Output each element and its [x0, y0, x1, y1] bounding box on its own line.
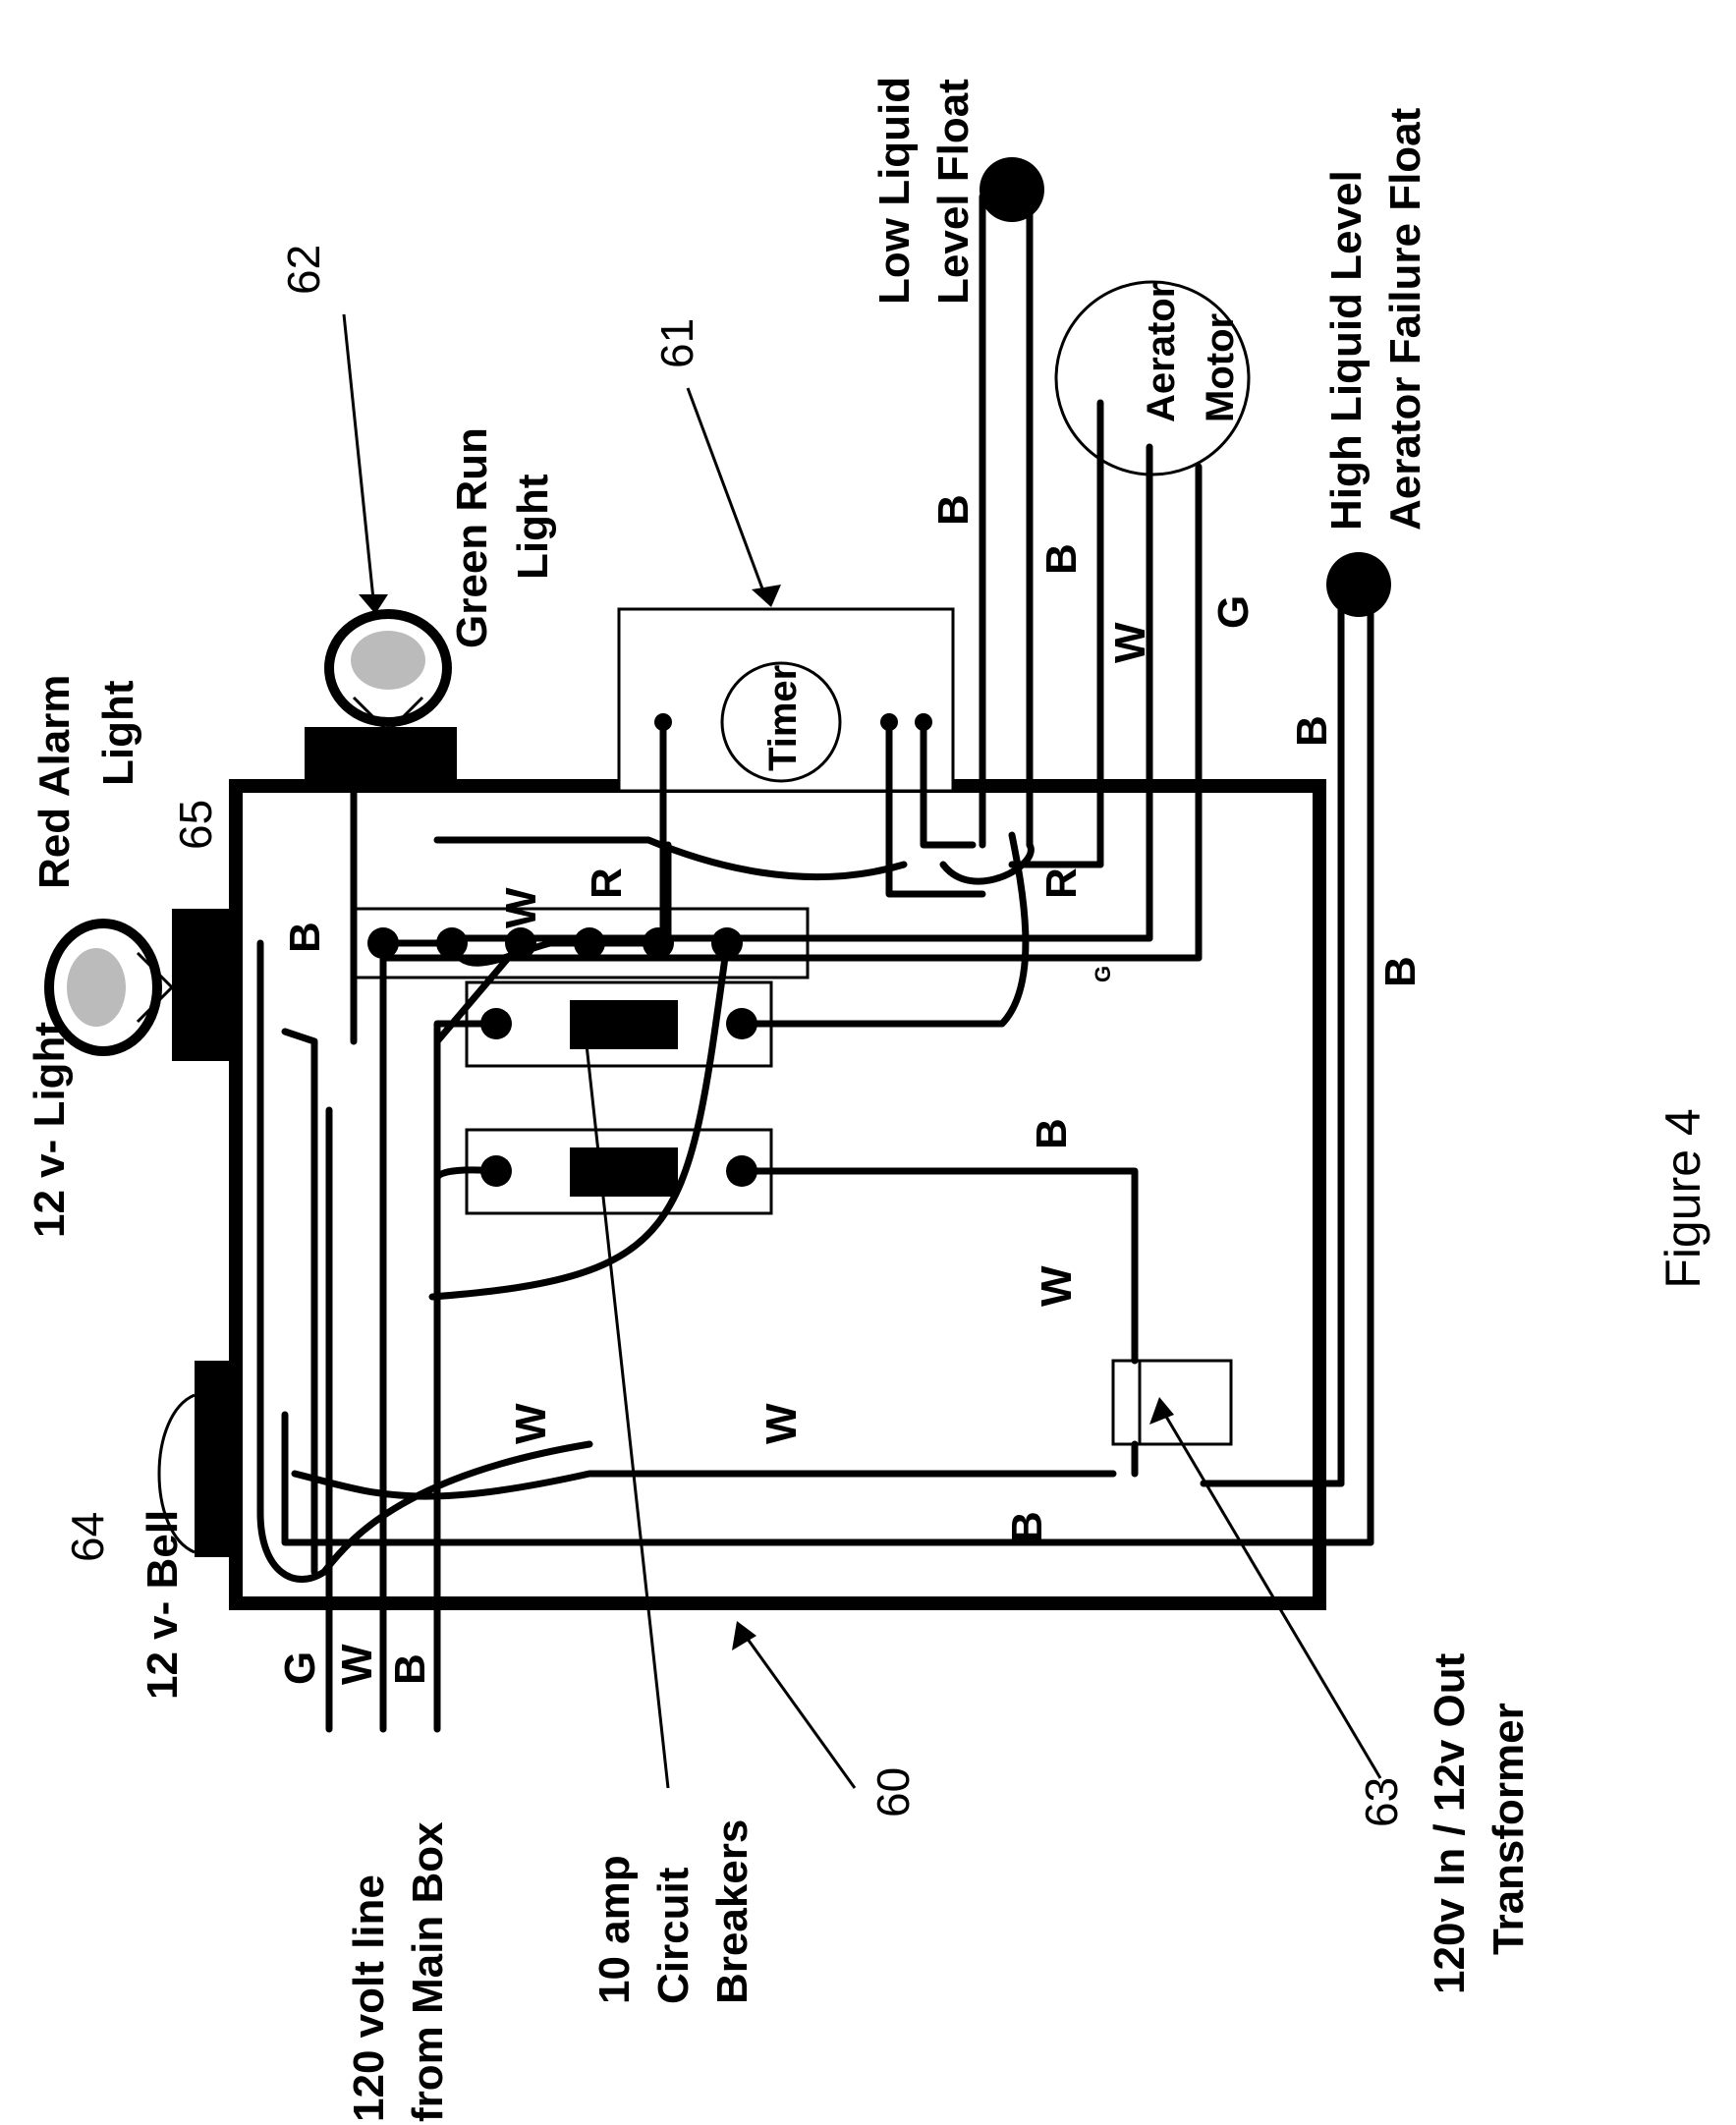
label-red-alarm-1: Red Alarm	[30, 675, 79, 889]
label-high-float-2: Aerator Failure Float	[1381, 107, 1429, 531]
circuit-breaker-2	[467, 982, 771, 1066]
wire-code-w-main: W	[333, 1644, 381, 1685]
rotated-labels: Figure 4 60 61 62 63 64 65 120 volt line…	[26, 77, 1710, 2122]
transformer	[1113, 1361, 1231, 1444]
label-low-float-1: Low Liquid	[870, 77, 919, 305]
wire-code-w-5: W	[757, 1403, 806, 1444]
label-breakers-3: Breakers	[708, 1819, 756, 2004]
ref-65: 65	[170, 800, 221, 850]
label-main-line-2: from Main Box	[404, 1821, 452, 2122]
label-green-run-1: Green Run	[448, 427, 496, 648]
green-run-light	[305, 614, 457, 781]
ref-64: 64	[62, 1512, 113, 1562]
wire-code-b-3: B	[1037, 543, 1086, 575]
wire-code-g-main: G	[276, 1651, 324, 1685]
wire-code-g-2: G	[1209, 595, 1258, 629]
wire-code-b-6: B	[1028, 1118, 1076, 1149]
label-main-line-1: 120 volt line	[345, 1874, 393, 2122]
label-timer: Timer	[761, 665, 805, 771]
label-transformer-1: 120v In / 12v Out	[1426, 1652, 1474, 1994]
label-transformer-2: Transformer	[1484, 1703, 1533, 1955]
wire-code-w-1: W	[497, 887, 545, 928]
label-breakers-2: Circuit	[649, 1867, 698, 2004]
ref-62: 62	[278, 245, 329, 295]
ref-63: 63	[1356, 1777, 1407, 1827]
low-liquid-level-float	[980, 157, 1044, 845]
label-high-float-1: High Liquid Level	[1322, 170, 1371, 531]
wire-code-b-5: B	[1376, 956, 1425, 987]
ref-60: 60	[868, 1767, 919, 1817]
main-line-wires	[329, 943, 437, 1729]
ref-61: 61	[651, 318, 702, 368]
wire-code-b-7: B	[1003, 1511, 1051, 1542]
wire-code-b-4: B	[1288, 715, 1336, 747]
red-alarm-light	[49, 909, 231, 1061]
wire-code-r-2: R	[1037, 867, 1086, 899]
label-aerator-1: Aerator	[1140, 283, 1183, 422]
label-red-alarm-2: Light	[94, 680, 142, 786]
wire-code-w-2: W	[1106, 622, 1154, 663]
wire-code-g-1: G	[1091, 966, 1115, 982]
wire-code-b-1: B	[281, 922, 329, 953]
label-aerator-2: Motor	[1199, 313, 1242, 422]
circuit-breaker-1	[467, 1130, 771, 1213]
label-12v-light: 12 v- Light	[26, 1022, 74, 1238]
wire-code-r-1: R	[583, 867, 631, 899]
wire-code-w-4: W	[507, 1403, 555, 1444]
label-bell: 12 v- Bell	[139, 1510, 187, 1700]
label-green-run-2: Light	[509, 474, 557, 580]
wire-code-b-2: B	[929, 494, 978, 526]
label-low-float-2: Level Float	[929, 79, 978, 305]
figure-title: Figure 4	[1655, 1108, 1710, 1288]
wire-code-b-main: B	[386, 1653, 434, 1685]
wire-code-w-3: W	[1033, 1265, 1081, 1307]
label-breakers-1: 10 amp	[590, 1855, 639, 2004]
